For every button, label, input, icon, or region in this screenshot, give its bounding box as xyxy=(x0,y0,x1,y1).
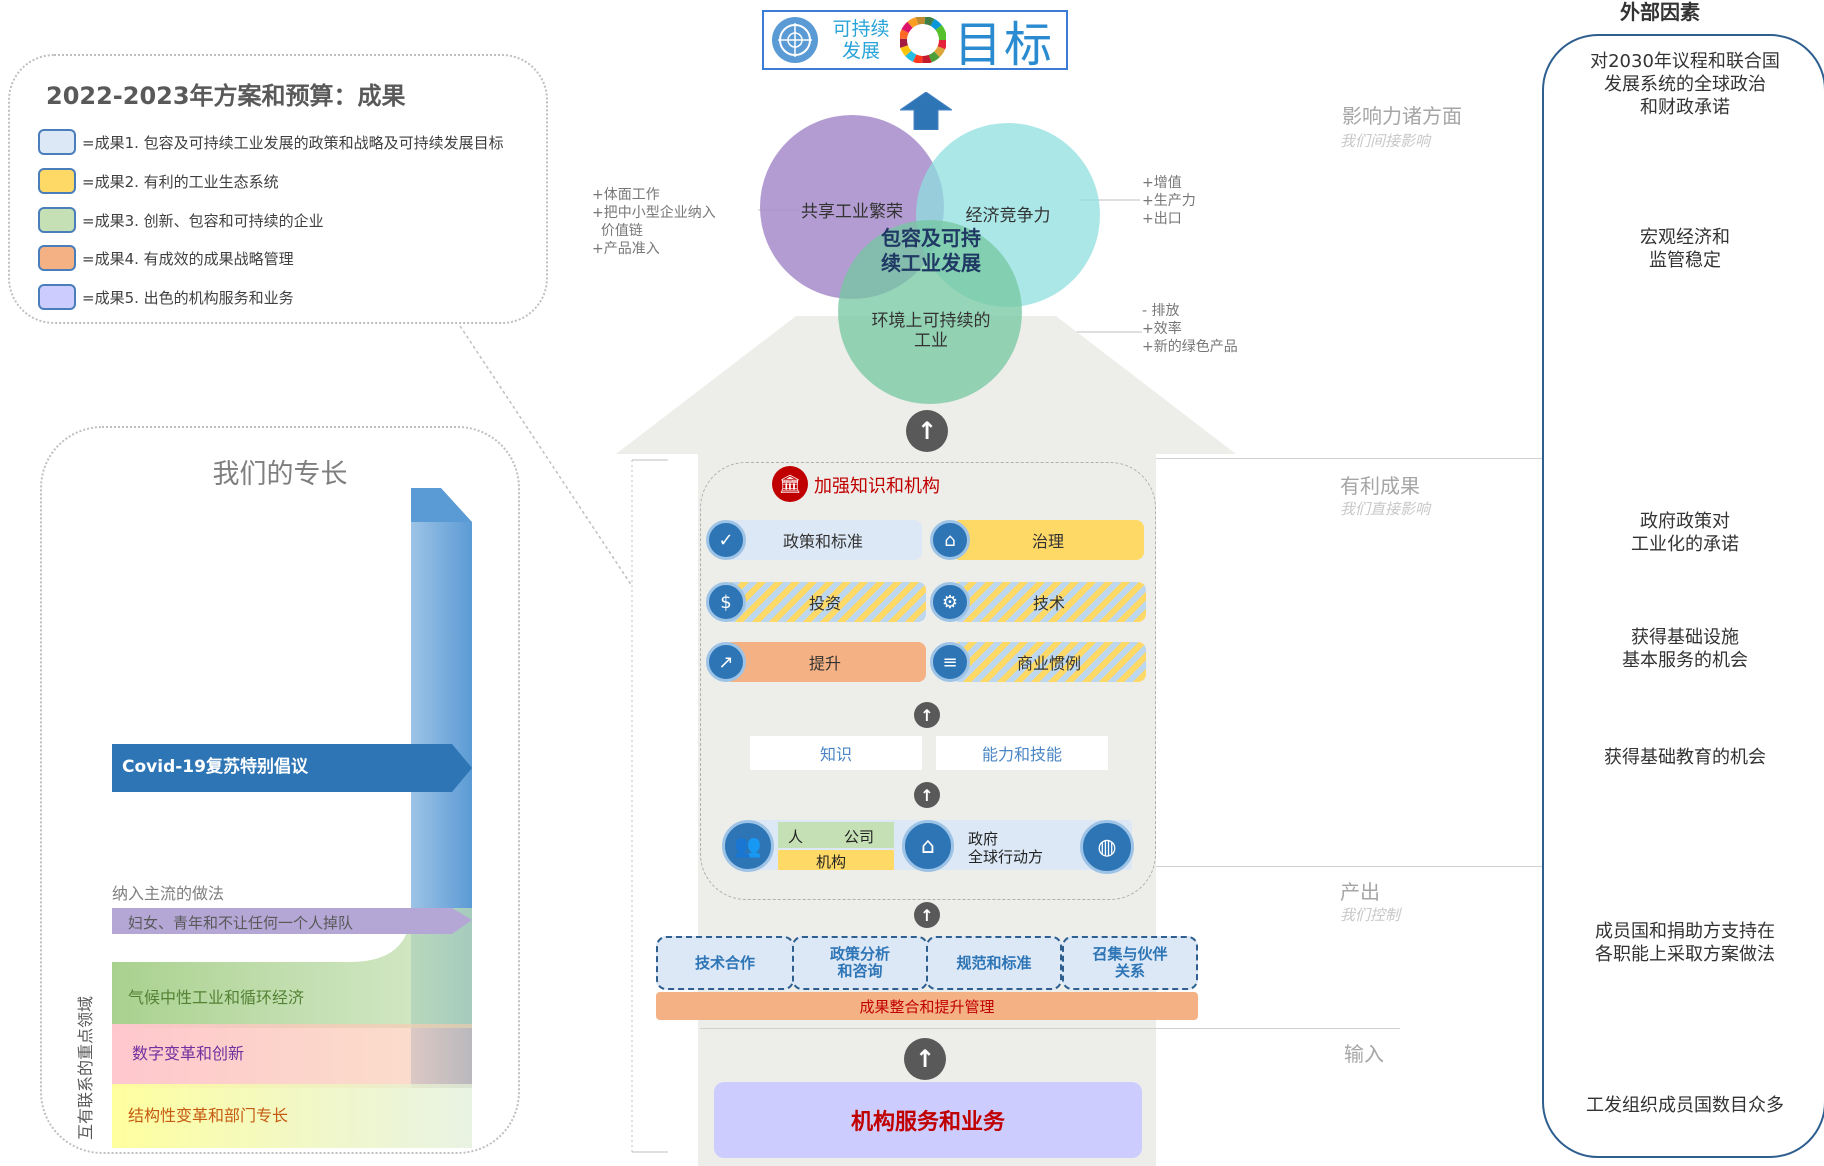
output-technical-cooperation: 技术合作 xyxy=(656,936,794,990)
list-icon: ≡ xyxy=(930,642,970,682)
actor-global: 全球行动方 xyxy=(968,848,1044,866)
sdg-label: 可持续 发展 xyxy=(832,18,890,62)
circle-prosperity: 共享工业繁荣 xyxy=(801,202,903,222)
pill-policy: 政策和标准 xyxy=(724,520,922,560)
external-factor-6: 成员国和捐助方支持在 各职能上采取方案做法 xyxy=(1595,921,1775,965)
un-emblem-icon xyxy=(772,17,818,63)
note-competitiveness: +增值 +生产力 +出口 xyxy=(1142,175,1196,227)
tier-outcome-sub: 我们直接影响 xyxy=(1340,500,1431,518)
legend-swatch xyxy=(38,245,76,271)
knowledge-header: 加强知识和机构 xyxy=(814,476,940,497)
circle-competitiveness: 经济竞争力 xyxy=(965,206,1051,226)
legend-item-outcome-5: =成果5. 出色的机构服务和业务 xyxy=(38,284,294,310)
knowledge-block xyxy=(700,462,1156,900)
tier-divider xyxy=(700,1028,1400,1029)
actor-company: 公司 xyxy=(844,828,875,846)
tier-outcome-title: 有利成果 xyxy=(1340,474,1420,498)
output-convening-partnerships: 召集与伙伴 关系 xyxy=(1062,936,1198,990)
actor-institution: 机构 xyxy=(816,853,847,871)
legend-item-outcome-3: =成果3. 创新、包容和可持续的企业 xyxy=(38,207,324,233)
pill-technology: 技术 xyxy=(952,582,1146,622)
external-factors-panel xyxy=(1542,34,1824,1158)
circle-center: 包容及可持续工业发展 xyxy=(881,226,981,275)
trend-up-icon: ↗ xyxy=(706,642,746,682)
up-arrow-goal-icon xyxy=(900,92,952,130)
tier-impact-sub: 我们间接影响 xyxy=(1340,132,1431,150)
legend-swatch xyxy=(38,129,76,155)
clipboard-icon: ✓ xyxy=(706,520,746,560)
external-factor-4: 获得基础设施 基本服务的机会 xyxy=(1622,627,1748,671)
pill-upgrade: 提升 xyxy=(724,642,926,682)
knowledge-box: 知识 xyxy=(750,736,922,770)
tier-impact-title: 影响力诸方面 xyxy=(1342,104,1462,128)
external-factor-7: 工发组织成员国数目众多 xyxy=(1586,1095,1784,1116)
pill-business: 商业惯例 xyxy=(952,642,1146,682)
priority-areas-label: 互有联系的重点领域 xyxy=(76,995,95,1140)
stream-digital: 数字变革和创新 xyxy=(132,1044,245,1063)
tier-output-sub: 我们控制 xyxy=(1340,906,1401,924)
stream-climate: 气候中性工业和循环经济 xyxy=(128,988,305,1007)
legend-swatch xyxy=(38,207,76,233)
skills-box: 能力和技能 xyxy=(936,736,1108,770)
up-arrow-icon: ↑ xyxy=(904,1038,946,1080)
legend-swatch xyxy=(38,168,76,194)
legend-title: 2022-2023年方案和预算：成果 xyxy=(46,82,406,110)
pill-governance: 治理 xyxy=(952,520,1144,560)
technology-icon: ⚙ xyxy=(930,582,970,622)
actors-institution-bg xyxy=(778,850,894,870)
mainstream-label: 纳入主流的做法 xyxy=(112,884,225,903)
expertise-panel xyxy=(40,426,520,1154)
output-norms-standards: 规范和标准 xyxy=(926,936,1062,990)
tier-output-title: 产出 xyxy=(1340,880,1380,904)
external-factor-1: 对2030年议程和联合国 发展系统的全球政治 和财政承诺 xyxy=(1590,51,1780,118)
integration-management-bar: 成果整合和提升管理 xyxy=(656,992,1198,1020)
actor-people: 人 xyxy=(788,828,804,846)
institutional-services-box: 机构服务和业务 xyxy=(714,1082,1142,1158)
tier-divider xyxy=(1156,866,1542,867)
sdg-wheel-icon xyxy=(900,17,946,63)
external-factors-title: 外部因素 xyxy=(1620,0,1700,24)
government-icon: ⌂ xyxy=(902,820,954,872)
legend-swatch xyxy=(38,284,76,310)
up-arrow-icon: ↑ xyxy=(914,782,940,808)
legend-item-outcome-2: =成果2. 有利的工业生态系统 xyxy=(38,168,279,194)
up-arrow-icon: ↑ xyxy=(906,410,948,452)
circle-environment: 环境上可持续的工业 xyxy=(871,311,991,351)
external-factor-5: 获得基础教育的机会 xyxy=(1604,747,1766,768)
external-factor-3: 政府政策对 工业化的承诺 xyxy=(1631,511,1739,555)
sdg-goal-banner: 可持续 发展 目标 xyxy=(762,10,1068,73)
tier-divider xyxy=(1156,458,1542,459)
up-arrow-icon: ↑ xyxy=(914,902,940,928)
globe-icon: ◍ xyxy=(1080,820,1134,874)
note-prosperity: +体面工作 +把中小型企业纳入 价值链 +产品准入 xyxy=(592,187,716,257)
note-environment: - 排放 +效率 +新的绿色产品 xyxy=(1142,303,1238,355)
goal-title: 目标 xyxy=(954,17,1055,73)
people-icon: 👥 xyxy=(722,820,774,872)
money-icon: $ xyxy=(706,582,746,622)
venn-diagram xyxy=(760,115,1100,404)
actor-government: 政府 xyxy=(968,830,999,848)
tier-input-title: 输入 xyxy=(1344,1042,1384,1066)
up-arrow-icon: ↑ xyxy=(914,702,940,728)
institution-icon: 🏛 xyxy=(772,466,808,502)
covid-initiative: Covid-19复苏特别倡议 xyxy=(122,757,308,777)
legend-callout xyxy=(8,54,548,324)
external-factor-2: 宏观经济和 监管稳定 xyxy=(1640,227,1730,271)
pill-investment: 投资 xyxy=(724,582,926,622)
government-building-icon: ⌂ xyxy=(930,520,970,560)
actors-people-company xyxy=(778,822,894,848)
legend-item-outcome-4: =成果4. 有成效的成果战略管理 xyxy=(38,245,294,271)
legend-item-outcome-1: =成果1. 包容及可持续工业发展的政策和战略及可持续发展目标 xyxy=(38,129,504,155)
mainstream-item: 妇女、青年和不让任何一个人掉队 xyxy=(128,914,354,932)
expertise-title: 我们的专长 xyxy=(212,459,348,490)
expertise-flow-graphic xyxy=(112,488,472,1148)
stream-structural: 结构性变革和部门专长 xyxy=(128,1106,289,1125)
output-policy-analysis: 政策分析 和咨询 xyxy=(792,936,928,990)
